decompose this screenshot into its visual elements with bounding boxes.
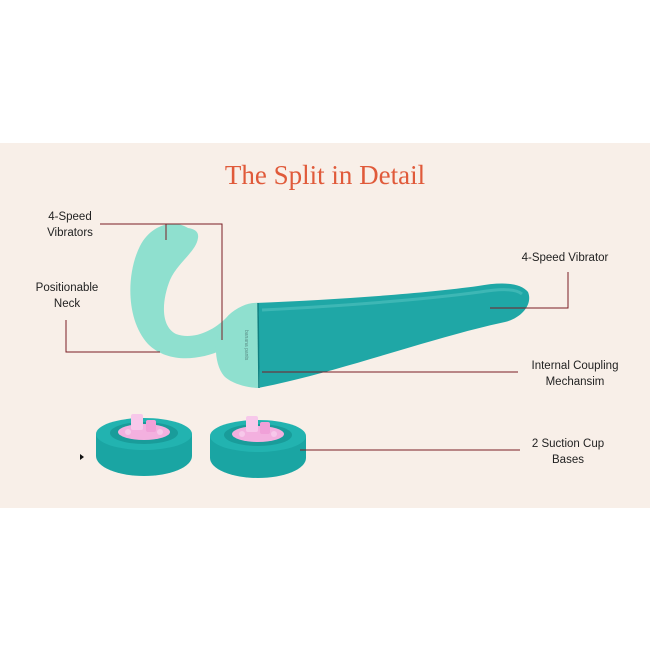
teal-shaft-highlight: [261, 288, 523, 312]
label-neck-line1: Positionable: [35, 282, 99, 294]
label-bases-line1: 2 Suction Cup: [531, 438, 605, 450]
label-coupling-line2: Mechansim: [545, 376, 605, 388]
teal-shaft: [255, 283, 530, 388]
label-coupling: Internal Coupling Mechansim: [522, 358, 628, 390]
suction-cup-left: [96, 414, 192, 476]
leader-vibrators: [100, 223, 223, 340]
coupling-seam: [257, 302, 260, 389]
brand-text: banana pants: [243, 330, 249, 361]
label-vibrators-line2: Vibrators: [47, 227, 93, 239]
small-marker: [80, 454, 84, 460]
label-vibrator: 4-Speed Vibrator: [510, 250, 620, 266]
label-neck: Positionable Neck: [24, 280, 110, 312]
mint-coupling: [215, 302, 260, 388]
label-vibrator-line1: 4-Speed Vibrator: [521, 252, 609, 264]
label-bases-line2: Bases: [552, 454, 584, 466]
label-vibrators: 4-Speed Vibrators: [35, 209, 105, 241]
leader-vibrator: [490, 272, 569, 309]
leader-neck: [65, 320, 160, 353]
label-neck-line2: Neck: [53, 298, 81, 310]
label-coupling-line1: Internal Coupling: [531, 360, 619, 372]
suction-cup-right: [210, 416, 306, 478]
label-bases: 2 Suction Cup Bases: [522, 436, 614, 468]
label-vibrators-line1: 4-Speed: [48, 211, 92, 223]
page-title: The Split in Detail: [224, 160, 426, 190]
